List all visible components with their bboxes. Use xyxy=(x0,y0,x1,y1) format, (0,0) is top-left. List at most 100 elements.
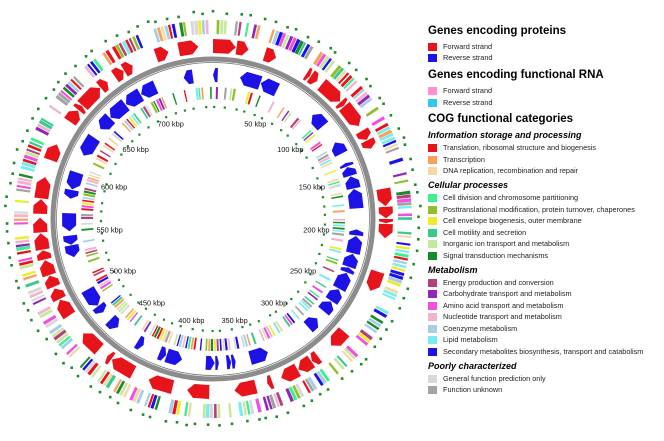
cog-tick xyxy=(396,198,412,203)
reverse-gene xyxy=(133,335,145,350)
cog-tick xyxy=(304,295,315,305)
forward-gene xyxy=(39,260,56,278)
marker xyxy=(54,352,58,356)
marker xyxy=(185,423,188,427)
marker xyxy=(8,256,12,259)
backbone-inner-edge xyxy=(56,62,370,376)
legend-item: Lipid metabolism xyxy=(428,335,664,347)
reverse-gene xyxy=(98,113,116,130)
reverse-gene xyxy=(80,133,100,156)
marker xyxy=(5,230,9,233)
cog-tick xyxy=(87,362,99,376)
cog-tick xyxy=(116,300,127,311)
cog-tick xyxy=(22,273,38,281)
cog-tick xyxy=(267,101,275,113)
legend-swatch xyxy=(428,193,437,202)
marker xyxy=(211,329,214,333)
marker xyxy=(122,285,125,288)
cog-tick xyxy=(162,329,169,342)
cog-tick xyxy=(15,243,30,248)
cog-tick xyxy=(67,81,80,93)
cog-tick xyxy=(394,252,409,258)
position-label: 250 kbp xyxy=(290,267,316,276)
forward-gene xyxy=(36,250,52,262)
cog-tick xyxy=(15,239,30,244)
cog-tick xyxy=(263,327,271,339)
cog-tick xyxy=(105,374,116,389)
forward-gene xyxy=(306,70,319,85)
cog-tick xyxy=(381,136,396,145)
cog-tick xyxy=(210,338,213,351)
marker xyxy=(382,102,385,105)
reverse-gene xyxy=(205,355,215,370)
legend-swatch xyxy=(428,324,437,333)
marker xyxy=(347,61,351,65)
cog-tick xyxy=(21,161,36,169)
marker xyxy=(36,329,40,333)
cog-tick xyxy=(326,256,339,262)
cog-tick xyxy=(176,400,182,416)
cog-tick xyxy=(87,176,100,182)
cog-tick xyxy=(357,94,371,106)
reverse-gene xyxy=(164,348,183,366)
reverse-gene xyxy=(64,244,80,258)
reverse-gene xyxy=(213,68,218,83)
marker xyxy=(7,241,10,245)
position-label: 650 kbp xyxy=(123,145,149,154)
cog-tick xyxy=(223,20,228,35)
cog-tick xyxy=(145,104,153,116)
cog-tick xyxy=(68,346,81,358)
cog-tick xyxy=(210,87,212,100)
forward-gene xyxy=(34,177,51,200)
cog-tick xyxy=(129,386,138,401)
marker xyxy=(153,313,156,316)
cog-tick xyxy=(89,171,102,177)
cog-tick xyxy=(167,331,174,344)
position-label: 200 kbp xyxy=(303,225,329,234)
cog-tick xyxy=(82,238,95,243)
cog-tick xyxy=(123,120,134,131)
cog-tick xyxy=(185,336,189,349)
cog-tick xyxy=(96,154,109,163)
cog-tick xyxy=(297,42,307,56)
marker xyxy=(323,205,326,208)
cog-tick xyxy=(194,20,199,35)
cog-tick xyxy=(285,388,294,403)
position-label: 150 kbp xyxy=(299,182,325,191)
cog-tick xyxy=(164,25,171,40)
cog-tick xyxy=(81,205,94,209)
cog-tick xyxy=(261,328,268,340)
cog-tick xyxy=(18,257,33,263)
marker xyxy=(294,28,298,31)
cog-tick xyxy=(26,148,41,156)
forward-gene xyxy=(96,79,109,93)
cog-tick xyxy=(224,338,228,351)
marker xyxy=(271,122,274,125)
cog-tick xyxy=(371,116,386,127)
cog-tick xyxy=(316,151,328,159)
marker xyxy=(253,113,256,117)
cog-tick xyxy=(87,63,98,76)
legend-group-title: Metabolism xyxy=(428,264,478,275)
cog-tick xyxy=(32,297,47,306)
cog-tick xyxy=(179,22,185,37)
marker xyxy=(218,424,221,427)
cog-tick xyxy=(295,383,305,398)
marker xyxy=(127,30,130,34)
cog-tick xyxy=(20,165,35,172)
cog-tick xyxy=(357,331,371,343)
cog-tick xyxy=(190,337,195,350)
legend-item-label: Forward strand xyxy=(443,85,493,95)
legend-item-label: Inorganic ion transport and metabolism xyxy=(443,239,570,249)
cog-tick xyxy=(359,329,373,341)
cog-tick xyxy=(332,219,345,221)
reverse-gene xyxy=(311,113,329,131)
cog-tick xyxy=(303,45,314,60)
cog-tick xyxy=(14,211,29,214)
cog-tick xyxy=(110,294,121,304)
forward-gene xyxy=(82,333,104,355)
cog-tick xyxy=(153,100,160,113)
cog-tick xyxy=(102,144,114,153)
marker xyxy=(249,323,252,326)
marker xyxy=(390,319,394,323)
